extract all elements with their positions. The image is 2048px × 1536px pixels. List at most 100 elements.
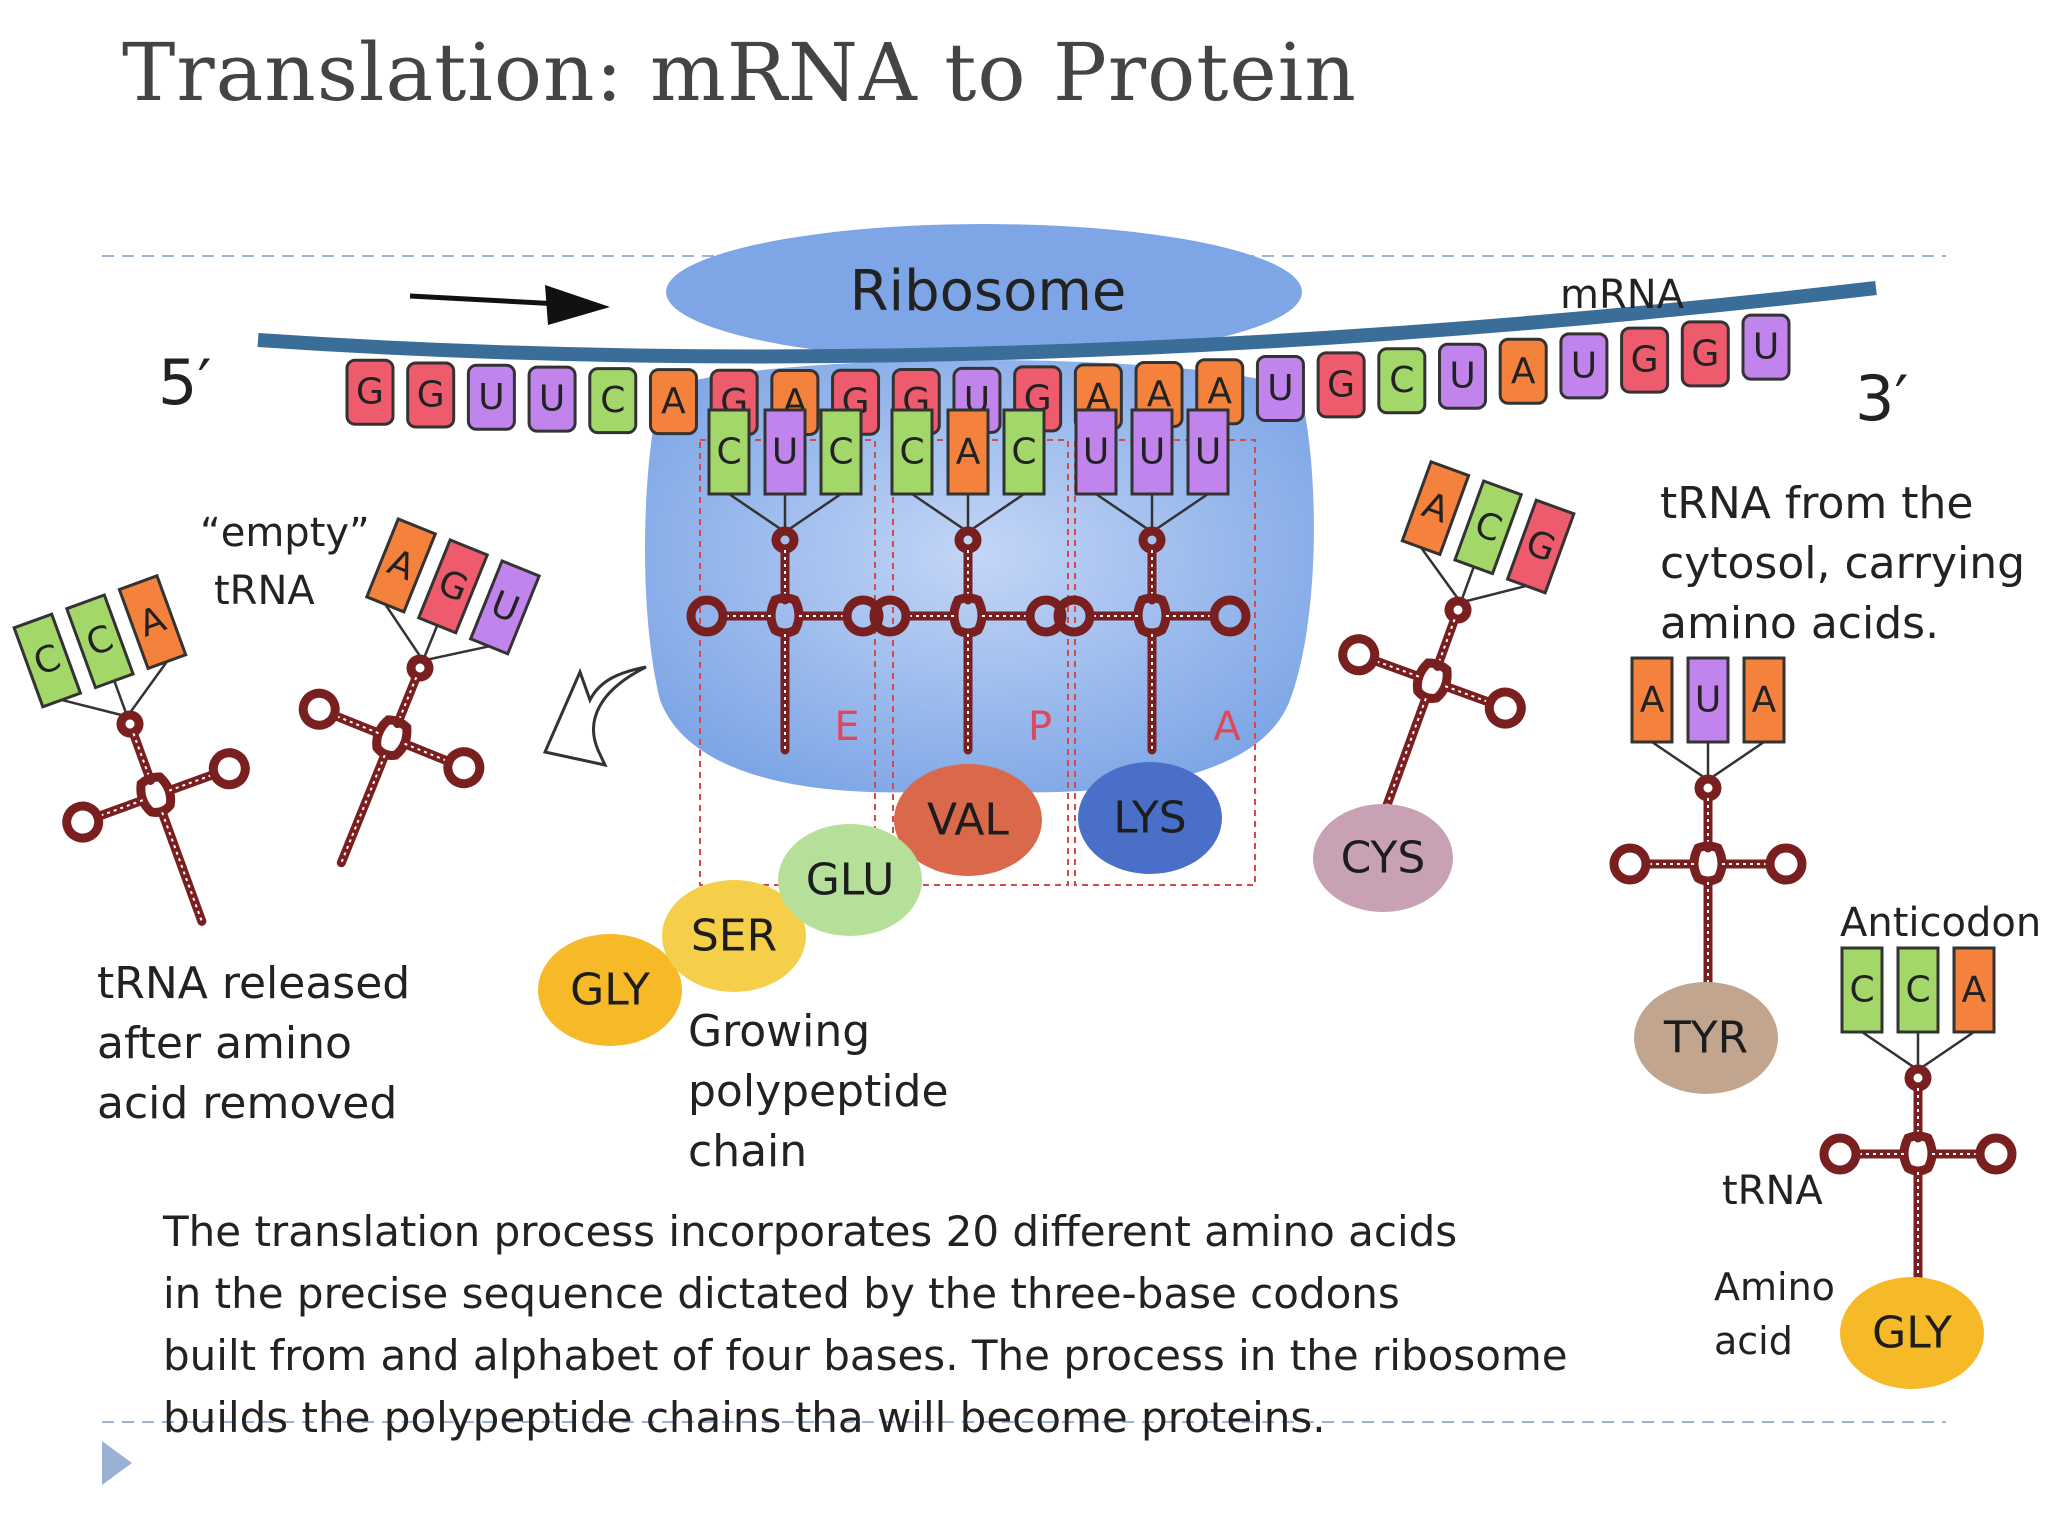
anticodon-letter: A (1752, 680, 1777, 721)
mrna-base-letter: A (1511, 351, 1536, 392)
five-prime-label: 5′ (158, 346, 212, 419)
amino-acid-gly-legend: GLY (1840, 1277, 1984, 1389)
amino-acid-label: GLY (1872, 1308, 1952, 1359)
trna-label: tRNA (1722, 1168, 1823, 1214)
anticodon-label: Anticodon (1840, 900, 2041, 946)
svg-text:chain: chain (688, 1126, 807, 1177)
caption-line: The translation process incorporates 20 … (162, 1207, 1457, 1256)
anticodon-letter: U (1083, 432, 1109, 473)
anticodon-base (1002, 408, 1046, 496)
mrna-label: mRNA (1560, 272, 1685, 318)
anticodon-letter: U (1195, 432, 1221, 473)
svg-text:acid removed: acid removed (97, 1078, 397, 1129)
mrna-base-letter: G (1631, 340, 1659, 381)
anticodon-letter: A (1640, 680, 1665, 721)
cytosol-trna-label: tRNA from the cytosol, carrying amino ac… (1660, 478, 2025, 649)
mrna-base: A (648, 368, 698, 436)
anticodon-letter: U (1695, 680, 1721, 721)
mrna-base: U (1438, 342, 1488, 410)
anticodon-base (1130, 408, 1174, 496)
growing-chain-label: Growing polypeptide chain (688, 1006, 949, 1177)
direction-arrow (409, 285, 610, 325)
svg-text:after amino: after amino (97, 1018, 352, 1069)
mrna-base: G (1013, 365, 1063, 433)
mrna-base-letter: U (478, 377, 504, 418)
mrna-base-letter: A (661, 381, 686, 422)
mrna-base: G (406, 361, 456, 429)
mrna-base-letter: A (1147, 374, 1172, 415)
anticodon-base (1505, 498, 1576, 595)
anticodon-letter: C (1905, 970, 1930, 1011)
anticodon-base (1686, 656, 1730, 744)
mrna-base-letter: C (1389, 360, 1414, 401)
mrna-base: U (466, 363, 516, 431)
svg-text:tRNA: tRNA (214, 568, 315, 614)
mrna-base: U (1741, 313, 1791, 381)
svg-text:Amino: Amino (1714, 1265, 1835, 1309)
caption-line: builds the polypeptide chains tha will b… (163, 1393, 1326, 1442)
amino-acid-label: SER (691, 911, 777, 962)
mrna-base-letter: G (356, 372, 384, 413)
released-label: tRNA released after amino acid removed (97, 958, 410, 1129)
amino-acid-label: GLY (570, 965, 650, 1016)
anticodon-letter: C (1011, 432, 1036, 473)
mrna-base-letter: U (1449, 356, 1475, 397)
slide-title: Translation: mRNA to Protein (122, 26, 1357, 119)
anticodon-base (1400, 459, 1471, 557)
mrna-base: U (1255, 354, 1305, 422)
mrna-base-letter: U (1571, 345, 1597, 386)
amino-acid-label: VAL (927, 795, 1009, 846)
mrna-base: G (1680, 320, 1730, 388)
mrna-base: U (1559, 332, 1609, 400)
anticodon-base (1896, 946, 1940, 1034)
amino-acid-label: LYS (1113, 793, 1186, 844)
three-prime-label: 3′ (1855, 362, 1909, 435)
amino-acid-label: GLU (806, 855, 895, 906)
anticodon-letter: C (1849, 970, 1874, 1011)
polypeptide-chain: GLY SER GLU (538, 824, 922, 1046)
anticodon-base (12, 612, 83, 709)
amino-acid-label: CYS (1341, 833, 1426, 884)
svg-text:Growing: Growing (688, 1006, 870, 1057)
mrna-base-letter: U (1267, 368, 1293, 409)
svg-text:“empty”: “empty” (200, 510, 370, 556)
site-box (892, 439, 1069, 886)
amino-acid-label: TYR (1663, 1013, 1748, 1064)
svg-text:acid: acid (1714, 1319, 1793, 1363)
mrna-base-letter: G (1327, 364, 1355, 405)
anticodon-letter: A (1962, 970, 1987, 1011)
svg-text:tRNA from the: tRNA from the (1660, 478, 1973, 529)
anticodon-letter: C (899, 432, 924, 473)
amino-acid-tyr: TYR (1634, 982, 1778, 1094)
ribosome-label: Ribosome (850, 259, 1127, 324)
next-slide-arrow-icon[interactable] (102, 1441, 132, 1485)
anticodon-base (763, 408, 807, 496)
mrna-base: G (1620, 326, 1670, 394)
chain-amino-acid: GLU (778, 824, 922, 936)
amino-acid-label: Amino acid (1714, 1265, 1835, 1363)
caption-line: built from and alphabet of four bases. T… (163, 1331, 1568, 1380)
chain-amino-acid: SER (662, 880, 806, 992)
anticodon-letter: U (1139, 432, 1165, 473)
mrna-base-letter: C (600, 380, 625, 421)
anticodon-letter: C (828, 432, 853, 473)
amino-acid-lys: LYS (1078, 762, 1222, 874)
mrna-base-letter: U (539, 379, 565, 420)
anticodon-letter: C (716, 432, 741, 473)
svg-text:cytosol, carrying: cytosol, carrying (1660, 538, 2025, 589)
anticodon-base (468, 558, 542, 656)
mrna-base: G (345, 358, 395, 426)
mrna-base-letter: G (417, 374, 445, 415)
ribosome-small-subunit (666, 224, 1302, 360)
